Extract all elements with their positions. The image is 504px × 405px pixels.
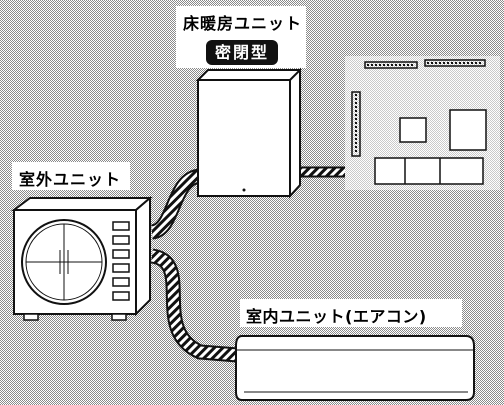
outdoor-unit-label: 室外ユニット xyxy=(19,170,122,189)
closed-type-badge: 密閉型 xyxy=(206,40,278,65)
floor-heating-unit-illustration xyxy=(195,67,302,199)
pipe-to-indoor-unit xyxy=(150,248,251,364)
pipe-to-floor-unit xyxy=(149,168,202,240)
floor-heating-unit-label: 床暖房ユニット xyxy=(183,14,303,33)
floor-panel-plan-illustration xyxy=(345,56,500,190)
indoor-unit-label: 室内ユニット(エアコン) xyxy=(246,307,427,326)
label-halo-outdoor xyxy=(12,162,130,190)
outdoor-unit-illustration xyxy=(11,195,153,321)
indoor-unit-illustration xyxy=(235,335,475,401)
label-halo-indoor xyxy=(240,299,462,327)
